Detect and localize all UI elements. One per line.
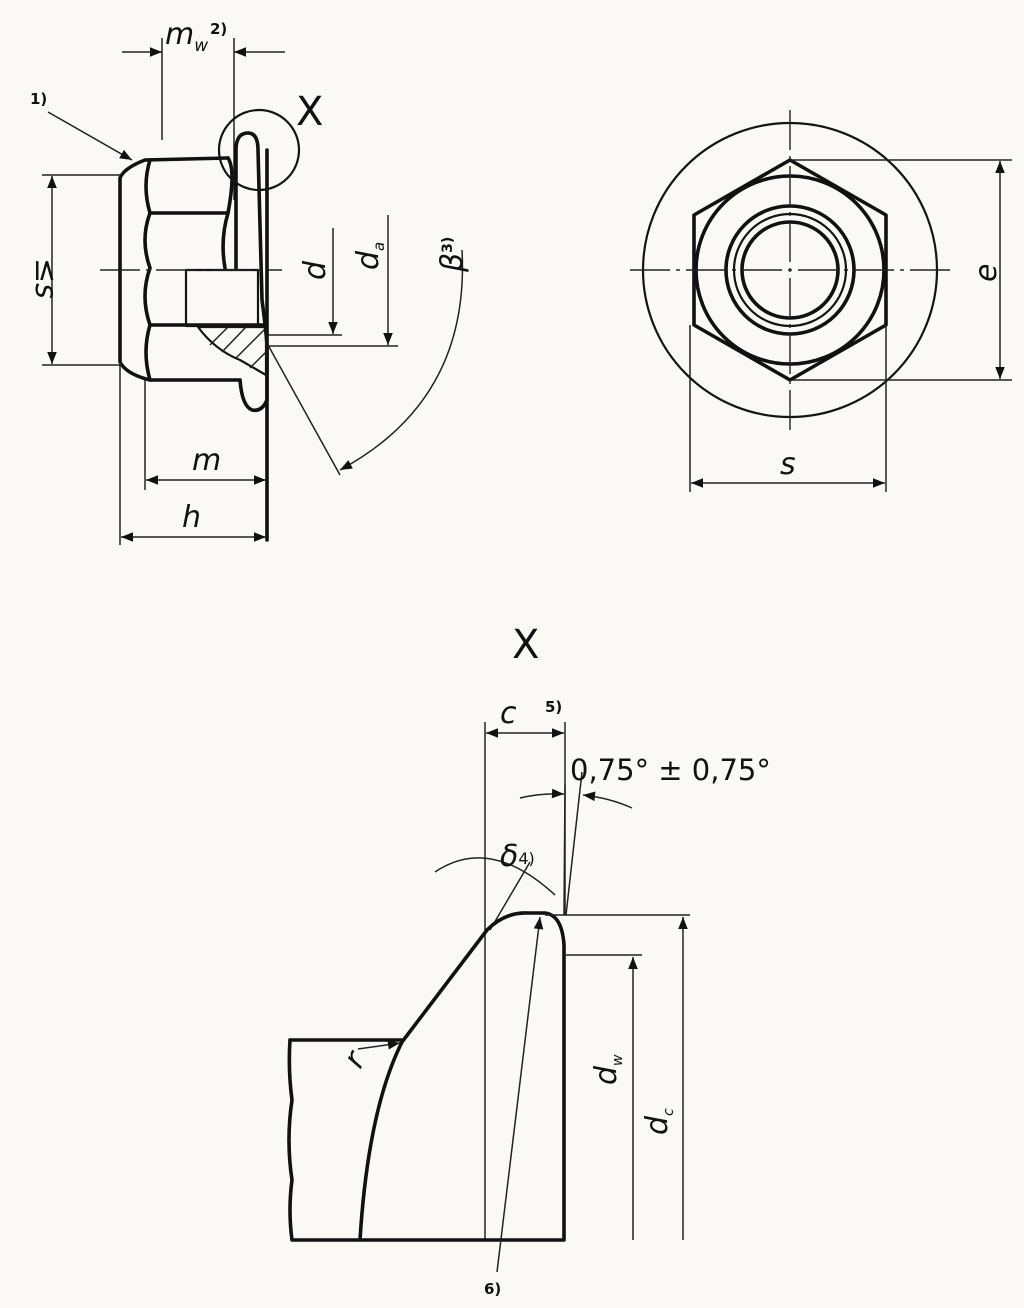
- note-6-label: 6): [484, 1280, 501, 1298]
- side-view: mw 2) 1) X ≤s d: [28, 17, 470, 545]
- beta-arc: [339, 249, 464, 471]
- mw-label: mw: [165, 17, 208, 56]
- beta-label: β3): [435, 237, 470, 273]
- hex-face-curve: [143, 158, 152, 382]
- delta-label: δ4): [500, 839, 535, 874]
- detail-x: X c 5) 0,75° ± 0,75° δ4) r dw dc 6): [287, 622, 771, 1298]
- note-1-leader: [47, 111, 133, 161]
- angle-leg: [565, 771, 583, 916]
- h-label: h: [182, 500, 201, 535]
- front-view: e s: [630, 110, 1012, 492]
- r-label: r: [337, 1044, 374, 1074]
- detail-x-circle: [217, 108, 301, 192]
- angle-arrow: [582, 791, 633, 809]
- break-line: [287, 1038, 362, 1242]
- beta-leg: [267, 344, 341, 476]
- angle-tolerance-label: 0,75° ± 0,75°: [570, 753, 771, 787]
- dw-label: dw: [589, 1054, 626, 1085]
- angle-leg: [563, 784, 566, 916]
- detail-x-title: X: [512, 622, 539, 668]
- d-label: d: [298, 260, 333, 280]
- note-5-label: 5): [545, 698, 562, 716]
- hatched-section: [196, 325, 268, 377]
- e-label: e: [969, 264, 1004, 282]
- s-label: s: [780, 447, 796, 482]
- flange-edge-profile: [358, 911, 566, 1242]
- c-label: c: [500, 696, 517, 731]
- note-1-label: 1): [30, 90, 47, 108]
- thread-bore: [184, 268, 260, 328]
- m-label: m: [192, 443, 221, 478]
- flange-outline: [221, 131, 269, 413]
- note-2-label: 2): [210, 20, 227, 38]
- angle-arrow: [519, 788, 565, 799]
- r-leader: [357, 1039, 401, 1050]
- delta-leader: [489, 861, 531, 931]
- note-6-leader: [496, 916, 544, 1273]
- detail-x-marker: X: [296, 89, 323, 135]
- dc-label: dc: [640, 1108, 677, 1135]
- s-max-label: ≤s: [28, 258, 63, 299]
- da-label: da: [351, 242, 388, 270]
- delta-arc: [434, 857, 556, 896]
